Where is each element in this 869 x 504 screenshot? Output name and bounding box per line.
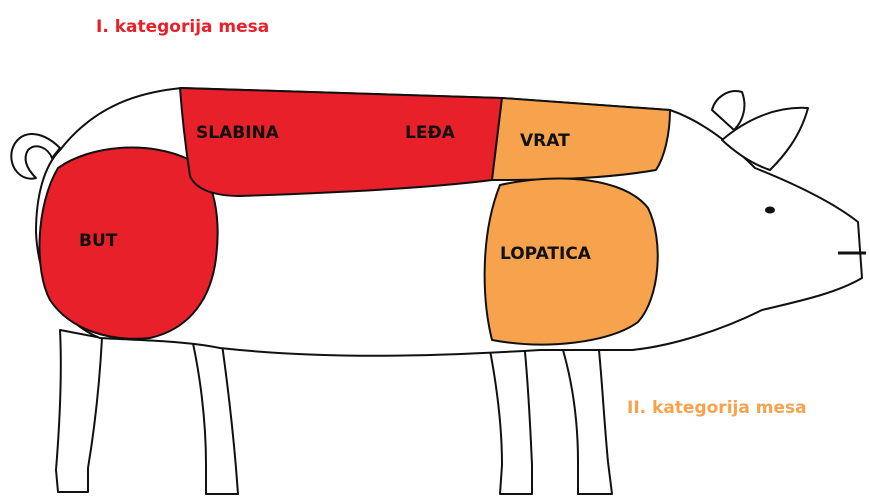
pig-back-leg-rear	[55, 329, 103, 493]
pig-ear-back	[711, 90, 746, 131]
pig-eye	[765, 206, 775, 214]
pig-tail	[10, 133, 61, 180]
cut-vrat	[491, 97, 671, 181]
label-vrat: VRAT	[520, 131, 570, 151]
label-but: BUT	[79, 231, 118, 251]
pig-front-leg-rear	[487, 339, 533, 495]
cut-but	[38, 146, 219, 340]
label-leda: LEĐA	[405, 123, 456, 143]
pig-ear-front	[721, 106, 809, 171]
category-1-title: I. kategorija mesa	[96, 17, 270, 37]
cut-lopatica	[483, 177, 659, 346]
pig-back-leg-front	[189, 329, 239, 495]
label-lopatica: LOPATICA	[500, 244, 592, 264]
category-2-title: II. kategorija mesa	[627, 398, 807, 418]
cut-slabina-leda	[179, 87, 503, 197]
pig-front-leg-front	[559, 339, 613, 495]
label-slabina: SLABINA	[196, 123, 280, 143]
